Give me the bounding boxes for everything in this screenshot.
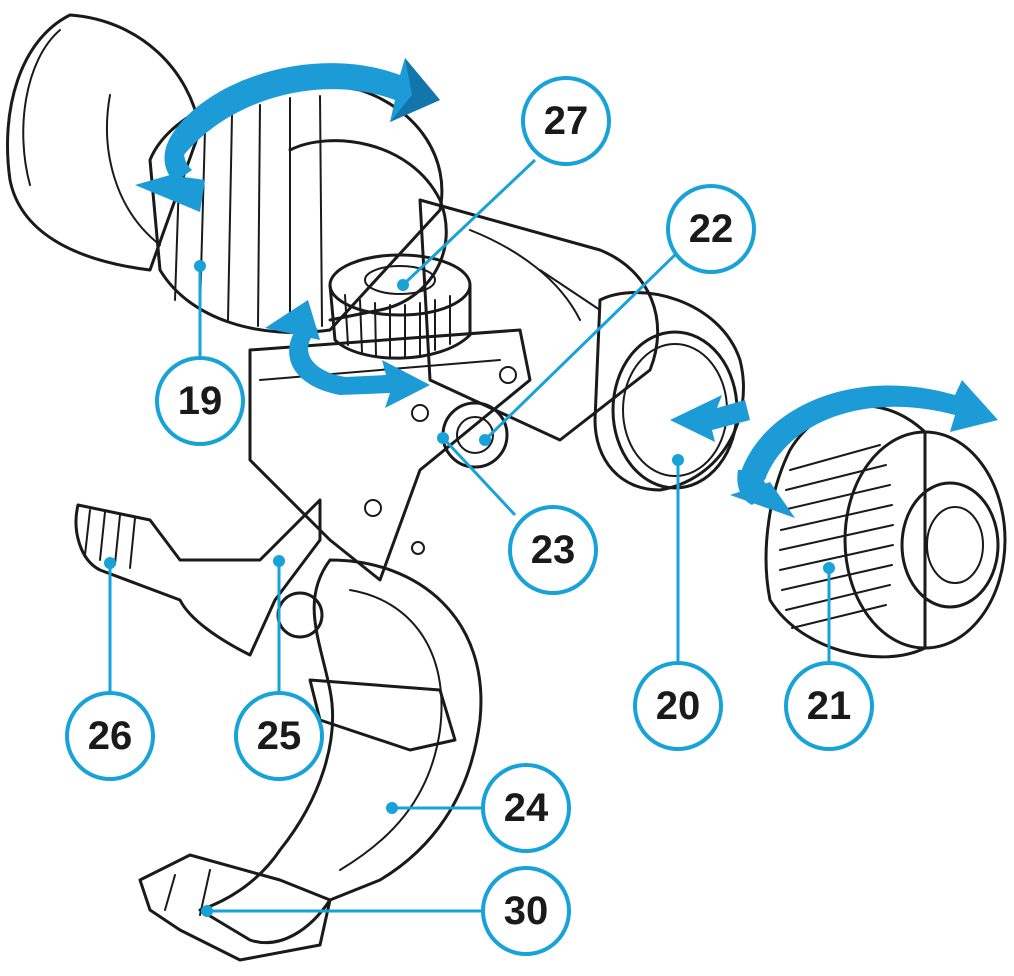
callout-label-22: 22 [689, 207, 734, 251]
cap-push-arrow [670, 395, 750, 442]
callout-label-23: 23 [531, 528, 576, 572]
callout-20: 20 [633, 661, 723, 751]
callout-26: 26 [65, 691, 155, 781]
callout-30: 30 [481, 866, 571, 956]
callout-label-27: 27 [544, 99, 589, 143]
callout-label-25: 25 [257, 714, 302, 758]
callout-22: 22 [666, 184, 756, 274]
callout-24: 24 [481, 763, 571, 853]
callout-19: 19 [155, 356, 245, 446]
callout-27: 27 [521, 76, 611, 166]
callout-label-20: 20 [656, 684, 701, 728]
callout-25: 25 [234, 691, 324, 781]
cap-rotation-arrow [730, 380, 998, 518]
callout-21: 21 [784, 661, 874, 751]
eyepiece-rotation-arrow [135, 58, 440, 212]
device-outline [6, 13, 1007, 962]
callout-label-19: 19 [178, 379, 223, 423]
knob-rotation-arrow [265, 300, 430, 408]
callout-23: 23 [508, 505, 598, 595]
callout-label-26: 26 [88, 714, 133, 758]
callout-label-21: 21 [807, 684, 852, 728]
leader-lines [104, 158, 835, 917]
callout-label-24: 24 [504, 786, 549, 830]
callout-label-30: 30 [504, 889, 549, 933]
